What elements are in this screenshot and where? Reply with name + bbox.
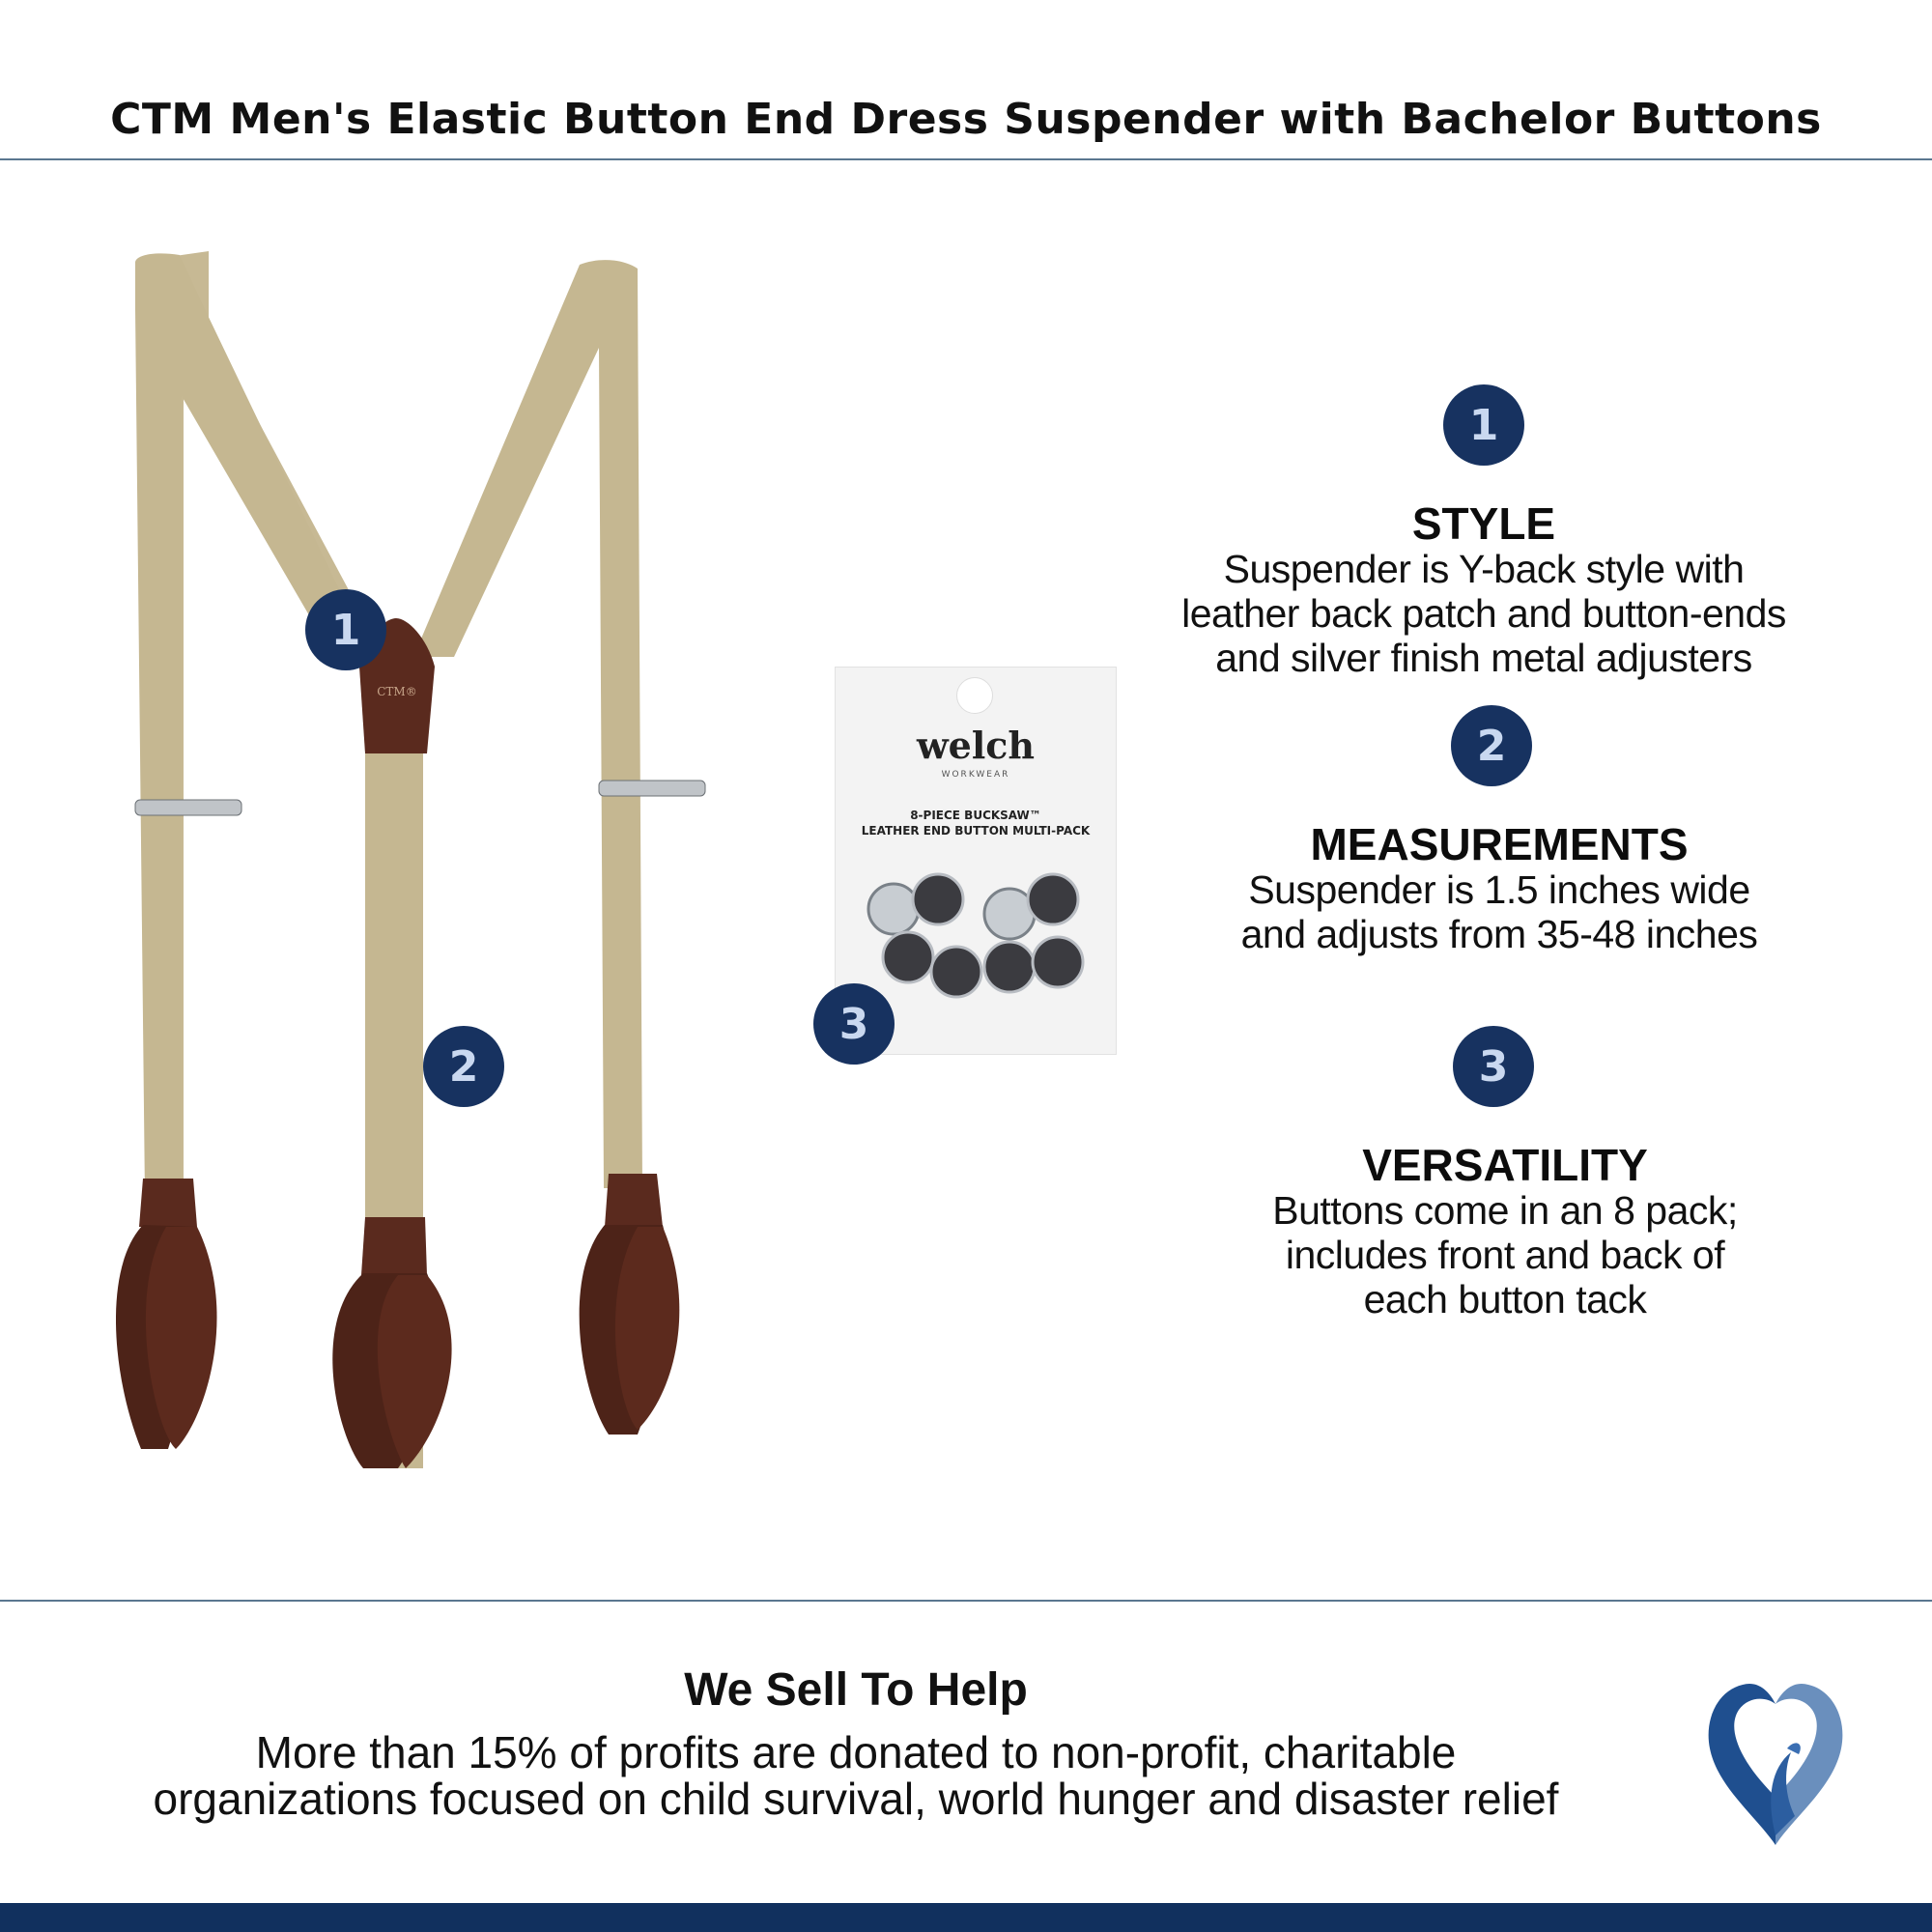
feature-badge-2: 2 xyxy=(1451,705,1532,786)
help-title: We Sell To Help xyxy=(684,1664,1028,1716)
feature-badge-3: 3 xyxy=(1453,1026,1534,1107)
pack-sub-brand: WORKWEAR xyxy=(941,770,1010,780)
feature-heading: STYLE xyxy=(1411,498,1556,549)
image-badge-2: 2 xyxy=(423,1026,504,1107)
svg-text:CTM®: CTM® xyxy=(377,685,416,698)
feature-versatility: VERSATILITY Buttons come in an 8 pack; i… xyxy=(1111,1142,1899,1321)
feature-style: STYLE Suspender is Y-back style with lea… xyxy=(1111,500,1857,680)
feature-heading: MEASUREMENTS xyxy=(1310,819,1689,869)
suspender-image: CTM® xyxy=(116,251,706,1468)
feature-description: Buttons come in an 8 pack; includes fron… xyxy=(1272,1188,1738,1321)
hang-hole xyxy=(956,677,993,714)
bottom-divider xyxy=(0,1600,1932,1602)
top-divider xyxy=(0,158,1932,160)
help-description: More than 15% of profits are donated to … xyxy=(153,1727,1559,1824)
feature-description: Suspender is 1.5 inches wide and adjusts… xyxy=(1240,867,1758,956)
page-title: CTM Men's Elastic Button End Dress Suspe… xyxy=(110,95,1822,144)
feature-measurements: MEASUREMENTS Suspender is 1.5 inches wid… xyxy=(1111,821,1888,956)
footer-bar xyxy=(0,1903,1932,1932)
feature-badge-1: 1 xyxy=(1443,384,1524,466)
pack-brand: welch xyxy=(916,724,1036,767)
pack-line1: 8-PIECE BUCKSAW™ xyxy=(910,809,1041,822)
image-badge-3: 3 xyxy=(813,983,895,1065)
button-pack-image: welch WORKWEAR 8-PIECE BUCKSAW™ LEATHER … xyxy=(835,667,1117,1055)
pack-buttons xyxy=(867,872,1085,999)
feature-description: Suspender is Y-back style with leather b… xyxy=(1181,547,1786,680)
image-badge-1: 1 xyxy=(305,589,386,670)
feature-heading: VERSATILITY xyxy=(1362,1140,1648,1190)
pack-line2: LEATHER END BUTTON MULTI-PACK xyxy=(861,824,1091,838)
heart-bird-logo-icon xyxy=(1708,1683,1843,1845)
